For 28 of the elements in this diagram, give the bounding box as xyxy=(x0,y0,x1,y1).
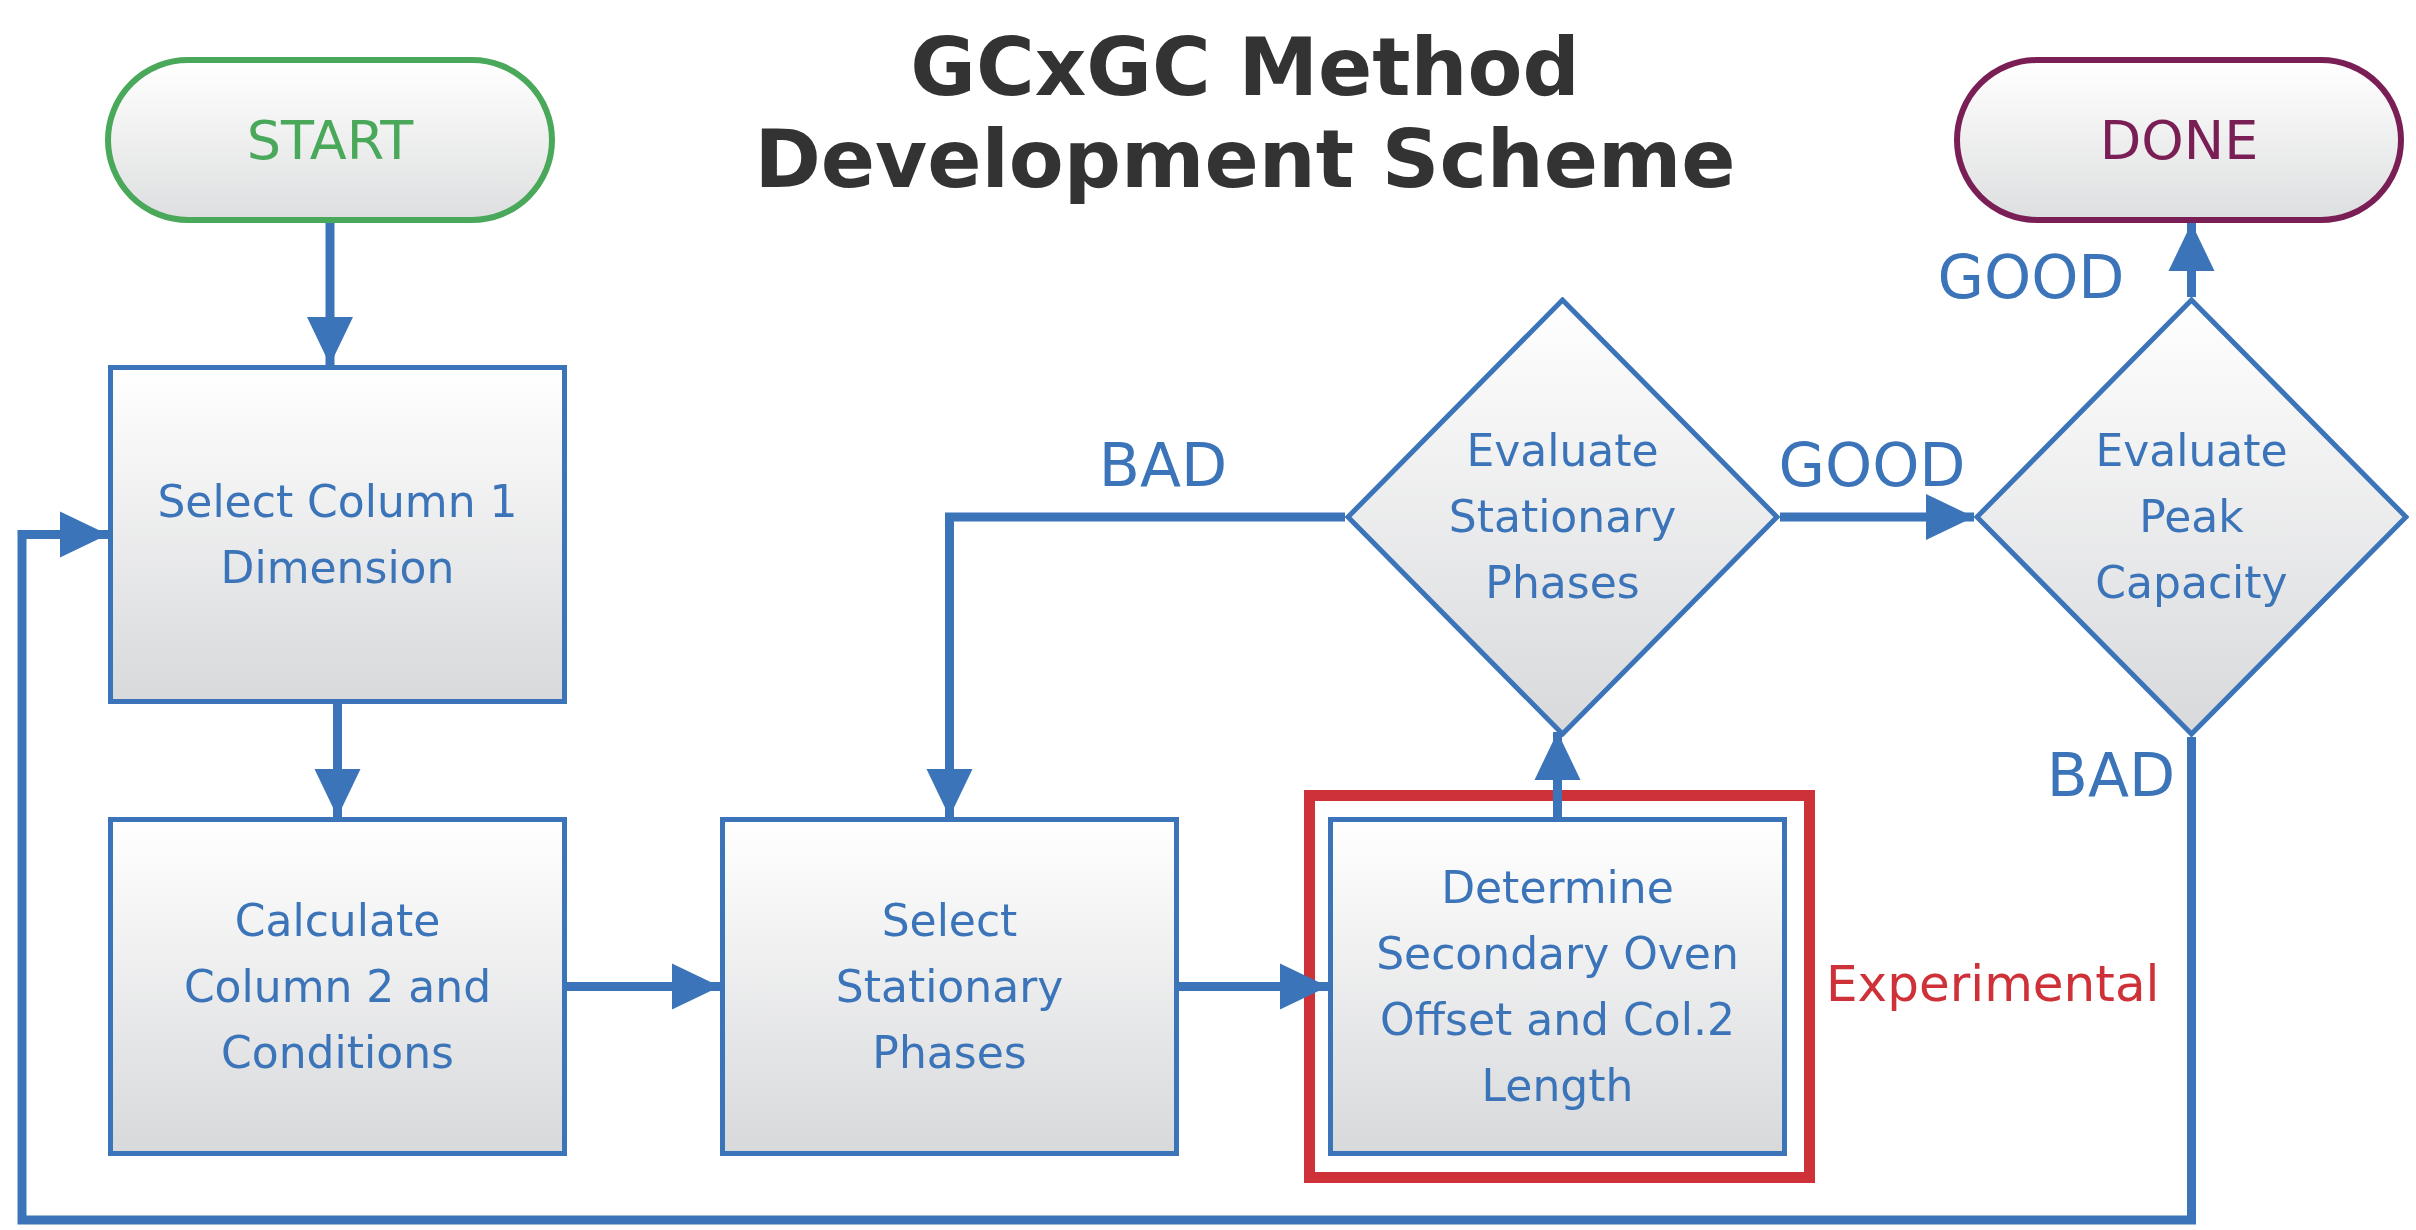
diagram-title: GCxGC Method Development Scheme xyxy=(753,22,1737,206)
edge-label: GOOD xyxy=(1937,242,2125,312)
arrow xyxy=(1534,731,1581,817)
process-box xyxy=(1328,817,1787,1156)
arrow xyxy=(926,512,1345,817)
box-text: Calculate Column 2 and Conditions xyxy=(182,893,493,1080)
process-box xyxy=(108,817,567,1156)
box-text: Determine Secondary Oven Offset and Col.2 Length xyxy=(1375,860,1740,1113)
box-text: Select Stationary Phases xyxy=(834,893,1065,1080)
terminal-text: DONE xyxy=(2099,107,2259,174)
process-box xyxy=(108,365,567,704)
diamond-text: Evaluate Peak Capacity xyxy=(2094,424,2289,610)
arrow xyxy=(307,223,353,365)
edge-label: GOOD xyxy=(1778,430,1966,500)
arrow xyxy=(314,704,361,817)
process-box xyxy=(720,817,1179,1156)
terminal-text: START xyxy=(246,107,414,174)
side-note: Experimental xyxy=(1826,955,2160,1013)
diamond-text: Evaluate Stationary Phases xyxy=(1447,424,1678,610)
arrow xyxy=(2168,223,2215,297)
edge-label: BAD xyxy=(2046,740,2176,810)
highlight-frame xyxy=(1304,790,1815,1183)
arrow xyxy=(1179,963,1328,1010)
arrow xyxy=(17,511,2196,1225)
arrow xyxy=(567,963,720,1010)
arrow xyxy=(1780,494,1974,540)
edge-label: BAD xyxy=(1098,430,1228,500)
box-text: Select Column 1 Dimension xyxy=(156,474,519,595)
